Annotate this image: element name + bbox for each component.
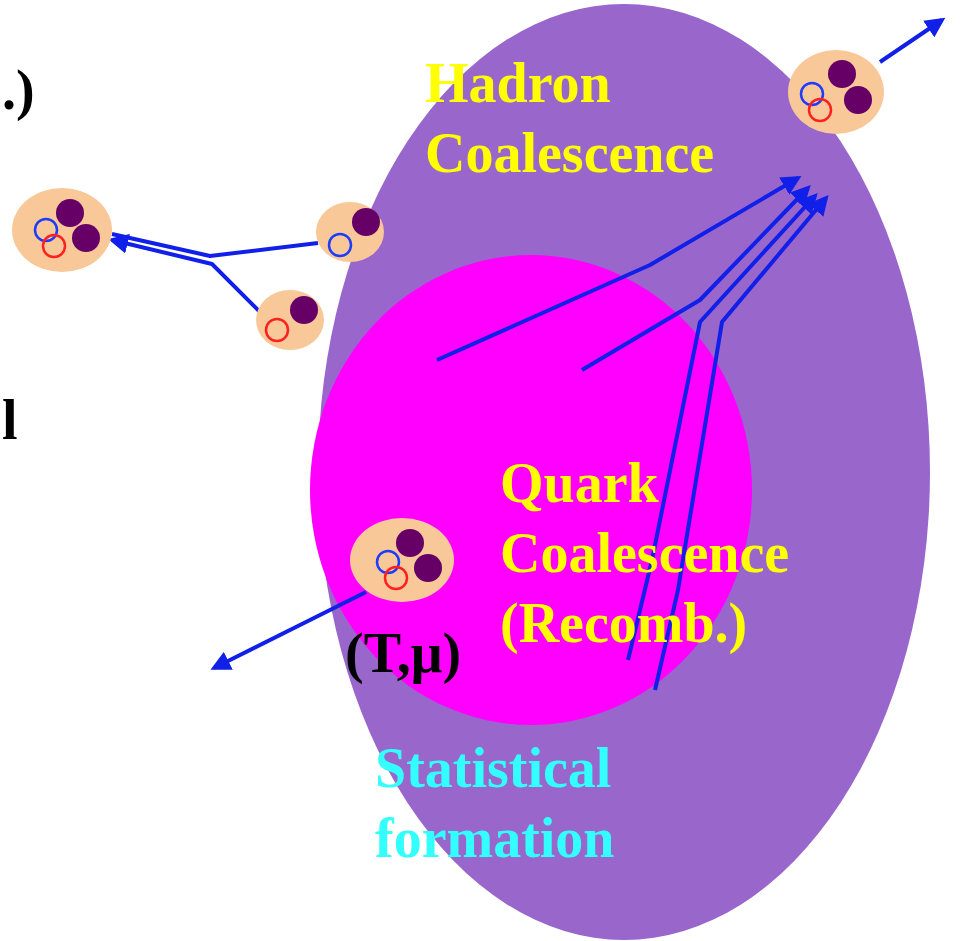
hadron-body (256, 290, 324, 350)
meson (316, 202, 384, 262)
quark-dot (414, 554, 442, 582)
region-title: Hadron Coalescence (425, 48, 745, 188)
quark-dot (828, 60, 856, 88)
quark-dot (290, 296, 318, 324)
hadron-body (12, 188, 112, 272)
edge-fragment: l (2, 385, 18, 455)
baryon (350, 518, 454, 602)
edge-fragment: .) (2, 55, 35, 125)
hadron-region: Hadron CoalescenceStatistical formation Q… (318, 4, 930, 940)
quark-region: Quark Coalescence (Recomb.)(T,μ) (310, 255, 752, 725)
hadron-track (880, 20, 942, 62)
meson (256, 290, 324, 350)
hadron-track (112, 240, 260, 312)
quark-ring (43, 235, 65, 257)
quark-dot (844, 86, 872, 114)
region-title: Quark Coalescence (Recomb.) (500, 448, 820, 658)
quark-ring (266, 319, 288, 341)
quark-ring (385, 567, 407, 589)
parameter-label: (T,μ) (345, 618, 545, 688)
quark-ring (809, 99, 831, 121)
region-title: Statistical formation (375, 733, 695, 873)
quark-ring (329, 234, 351, 256)
quark-dot (72, 224, 100, 252)
baryon (788, 50, 884, 134)
quark-dot (352, 208, 380, 236)
quark-dot (56, 199, 84, 227)
hadron-body (316, 202, 384, 262)
quark-dot (396, 529, 424, 557)
hadron-body (350, 518, 454, 602)
baryon (12, 188, 112, 272)
hadron-track (112, 234, 318, 256)
hadron-body (788, 50, 884, 134)
